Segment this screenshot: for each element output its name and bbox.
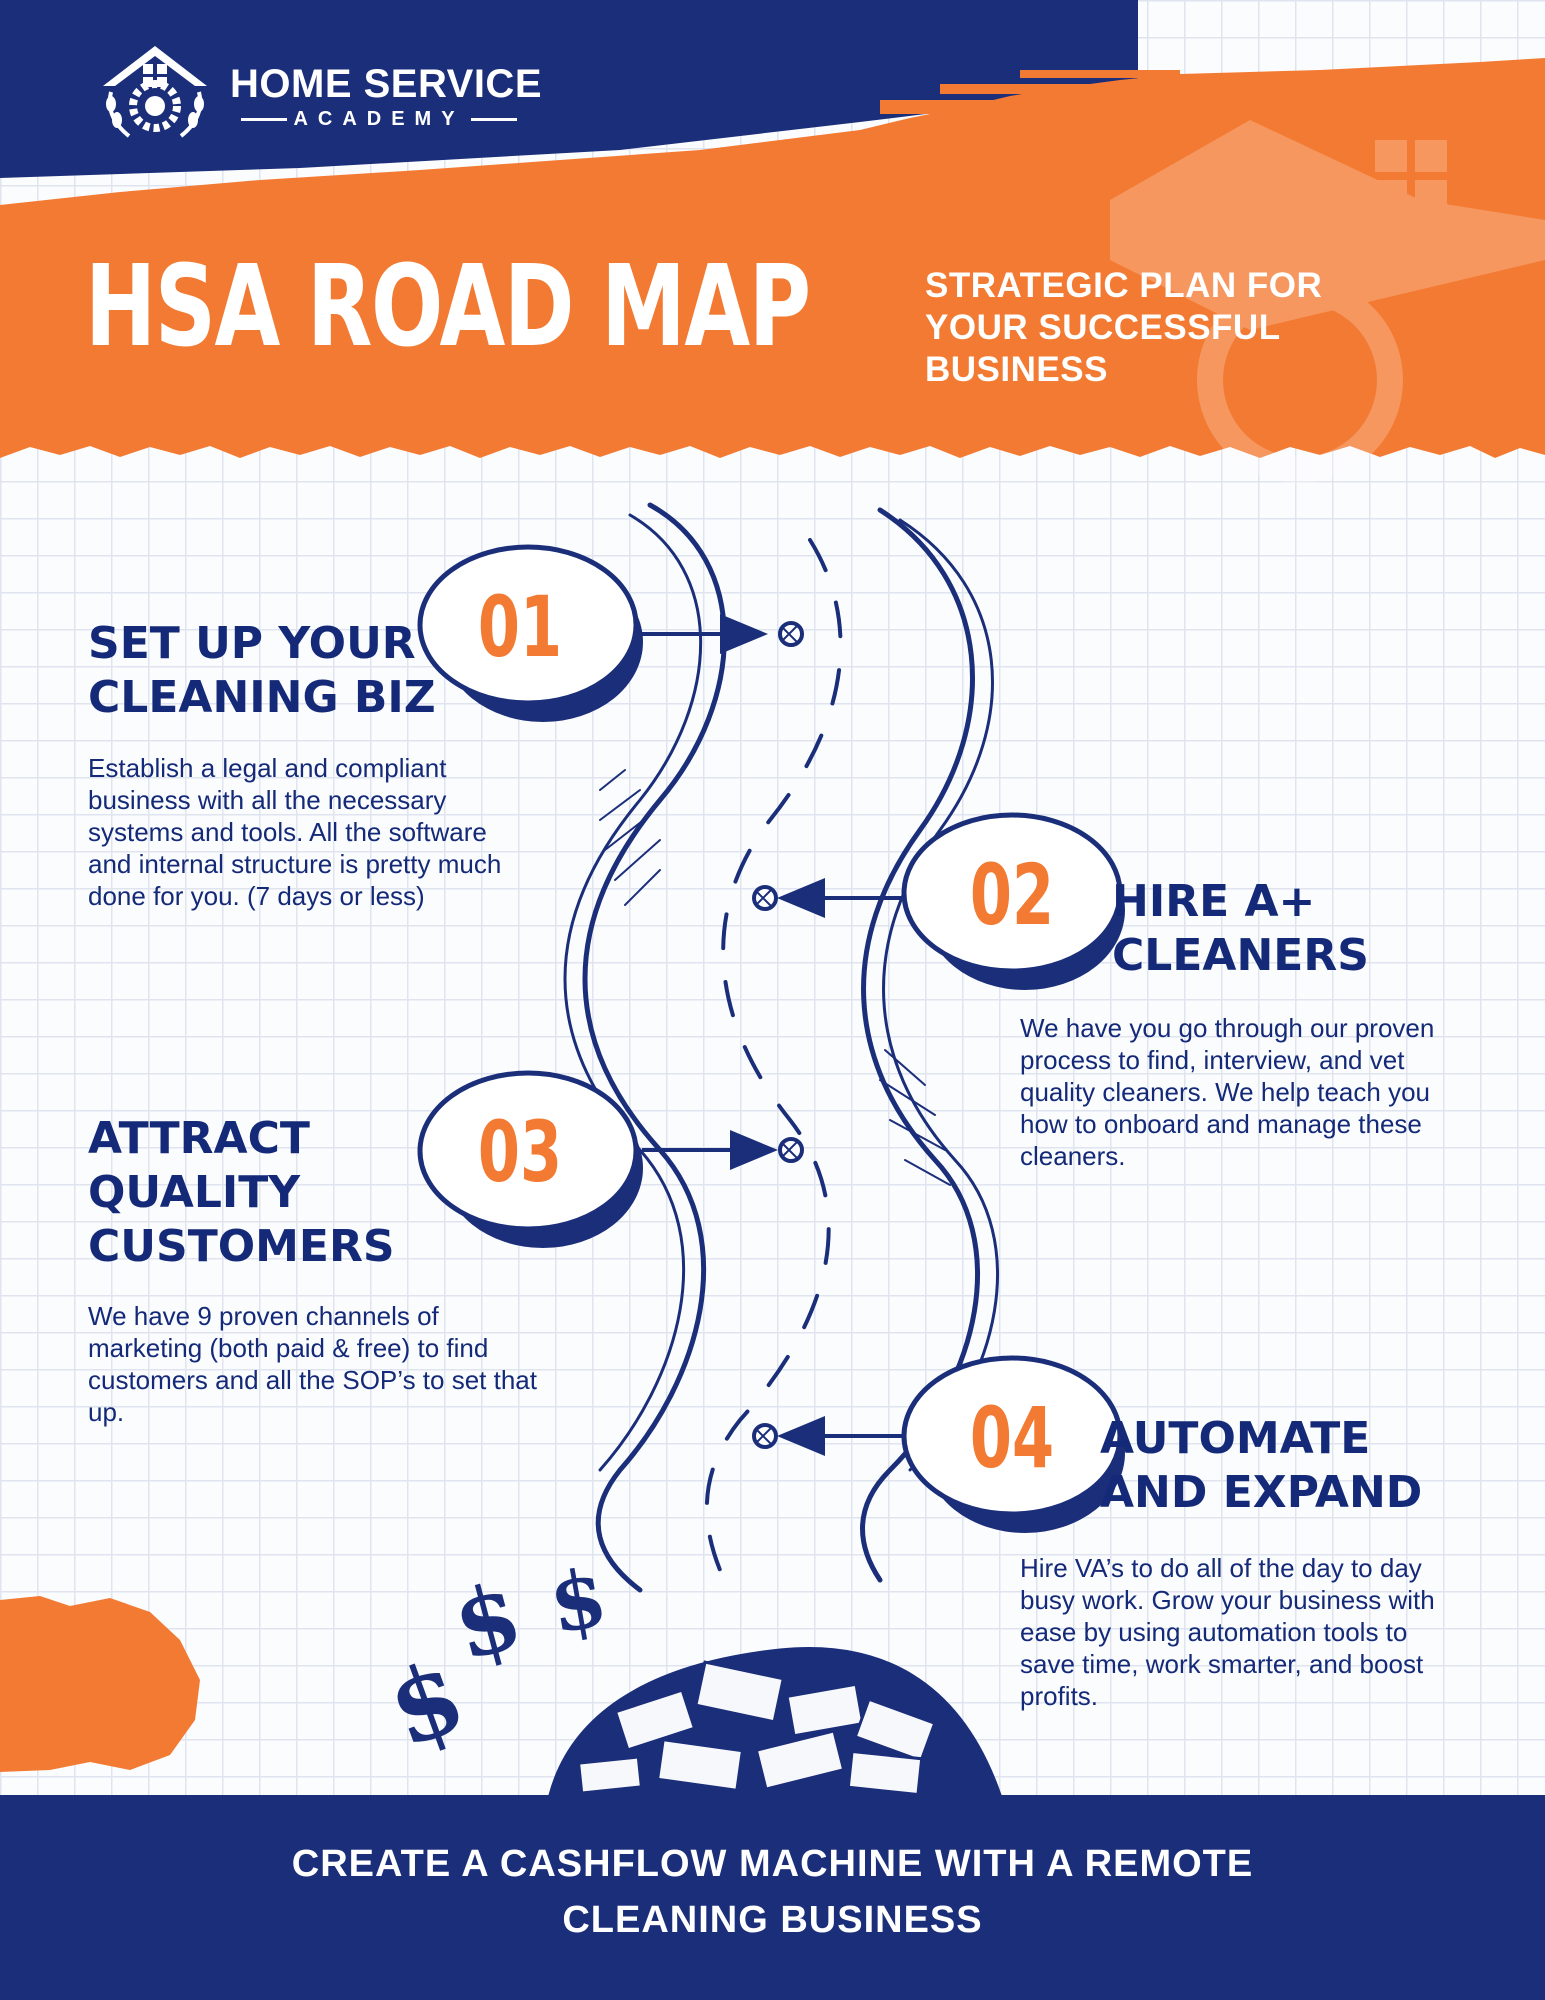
bottom-orange-splash (0, 1596, 200, 1772)
step-number-03: 03 (477, 1103, 563, 1201)
house-gear-laurel-icon (103, 46, 207, 138)
page-subtitle: STRATEGIC PLAN FOR YOUR SUCCESSFUL BUSIN… (925, 266, 1323, 389)
bubble-04 (901, 1355, 1123, 1517)
footer-band (0, 1795, 1545, 2000)
step-number-02: 02 (969, 846, 1055, 944)
page-title: HSA ROAD MAP (85, 242, 811, 372)
brand-tagline: ACADEMY (230, 108, 528, 131)
brand-logo: HOME SERVICE ACADEMY (95, 42, 542, 142)
step-body-03: We have 9 proven channels of marketing (… (88, 1301, 537, 1427)
bubble-03 (417, 1070, 639, 1232)
watermark-logo (1110, 120, 1545, 483)
step-body-04: Hire VA’s to do all of the day to day bu… (1020, 1553, 1435, 1711)
bubble-01 (417, 544, 639, 706)
step-number-04: 04 (969, 1389, 1055, 1487)
road-waypoint-03 (778, 1137, 804, 1163)
header-orange-banner (0, 58, 1545, 458)
step-title-01: SET UP YOUR CLEANING BIZ (88, 618, 436, 723)
step-body-02: We have you go through our proven proces… (1020, 1013, 1435, 1171)
brand-name: HOME SERVICE (230, 62, 542, 106)
bubble-02 (901, 812, 1123, 974)
step-title-04: AUTOMATE AND EXPAND (1100, 1413, 1423, 1518)
footer-tagline: CREATE A CASHFLOW MACHINE WITH A REMOTE … (291, 1843, 1254, 1941)
money-pile-icon (548, 1647, 1003, 1797)
road-waypoint-01 (778, 621, 804, 647)
step-number-01: 01 (477, 578, 563, 676)
road-waypoint-02 (752, 885, 778, 911)
step-body-01: Establish a legal and compliant business… (88, 753, 502, 911)
header-navy-band (0, 0, 1138, 178)
step-title-03: ATTRACT QUALITY CUSTOMERS (88, 1113, 395, 1272)
road-waypoint-04 (752, 1423, 778, 1449)
step-title-02: HIRE A+ CLEANERS (1112, 876, 1369, 981)
